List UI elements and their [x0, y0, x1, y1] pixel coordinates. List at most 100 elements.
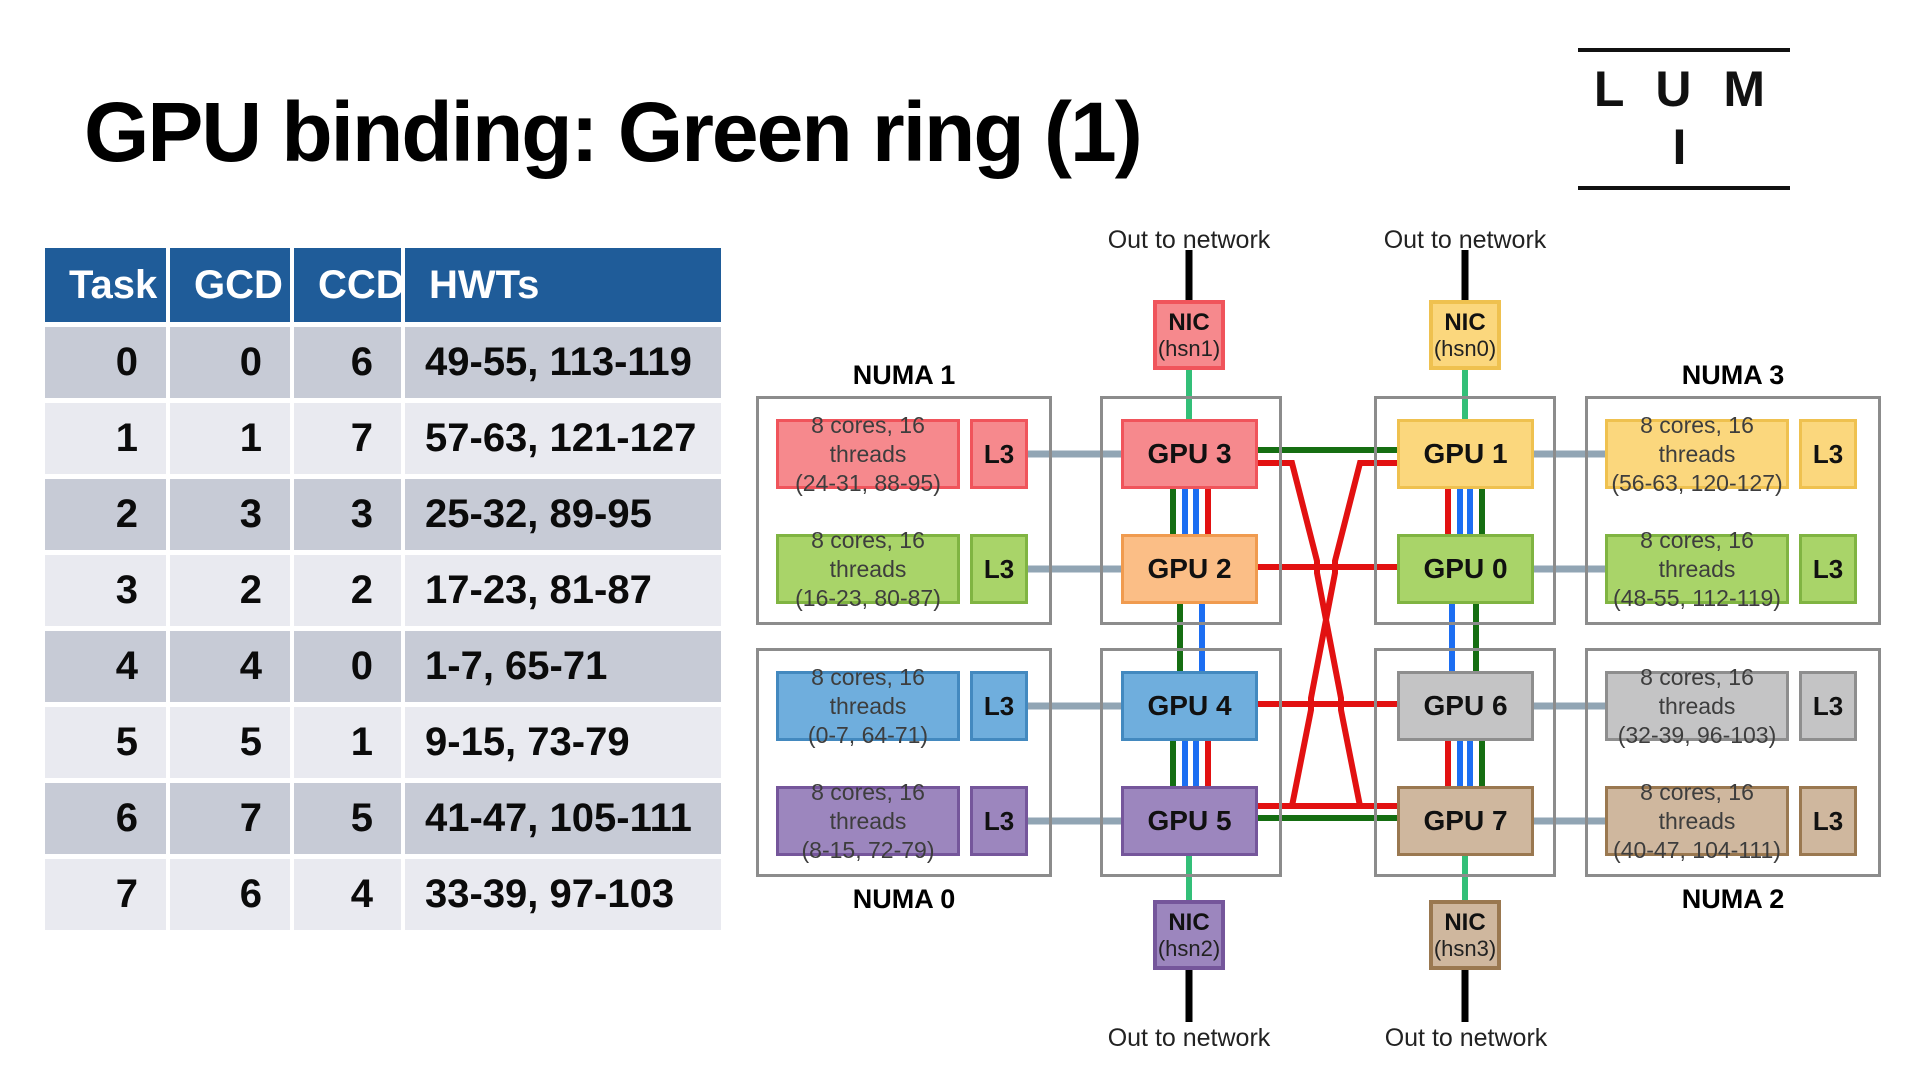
- table-cell: 4: [170, 631, 290, 702]
- gpu-box-gpu-1: GPU 1: [1397, 419, 1534, 489]
- nic-label: NIC: [1168, 309, 1210, 336]
- nic-label: NIC: [1168, 909, 1210, 936]
- l3-box: L3: [1799, 419, 1857, 489]
- nic-box-hsn1: NIC(hsn1): [1153, 300, 1225, 370]
- nic-link-lines: [1186, 368, 1468, 902]
- out-to-network-label: Out to network: [1384, 1024, 1548, 1052]
- gpu-container: [1100, 648, 1282, 877]
- gpu-box-gpu-3: GPU 3: [1121, 419, 1258, 489]
- table-cell: 5: [294, 783, 401, 854]
- table-cell: 9-15, 73-79: [405, 707, 721, 778]
- table-cell: 41-47, 105-111: [405, 783, 721, 854]
- table-cell: 0: [294, 631, 401, 702]
- table-header-cell: HWTs: [405, 248, 721, 322]
- blue-link-lines: [1182, 486, 1473, 789]
- numa-container: [1585, 648, 1881, 877]
- slide-title: GPU binding: Green ring (1): [84, 85, 1143, 179]
- table-header-cell: CCD: [294, 248, 405, 322]
- cores-range: (40-47, 104-111): [1613, 836, 1781, 863]
- cores-box: 8 cores, 16 threads(40-47, 104-111): [1605, 779, 1789, 863]
- cores-range: (0-7, 64-71): [807, 721, 929, 748]
- cores-box: 8 cores, 16 threads(0-7, 64-71): [776, 664, 960, 748]
- table-cell: 6: [294, 327, 401, 398]
- table-cell: 0: [45, 327, 166, 398]
- cores-box: 8 cores, 16 threads(56-63, 120-127): [1605, 412, 1789, 496]
- table-cell: 7: [294, 403, 401, 474]
- gpu-box-gpu-0: GPU 0: [1397, 534, 1534, 604]
- network-lines: [1185, 250, 1469, 1022]
- nic-sub-label: (hsn2): [1157, 936, 1221, 961]
- gpu-container: [1100, 396, 1282, 625]
- nic-sub-label: (hsn1): [1157, 336, 1221, 361]
- table-cell: 1: [170, 403, 290, 474]
- table-cell: 57-63, 121-127: [405, 403, 721, 474]
- cores-line1: 8 cores, 16 threads: [811, 526, 925, 582]
- table-cell: 5: [170, 707, 290, 778]
- table-cell: 3: [45, 555, 166, 626]
- cores-box: 8 cores, 16 threads(8-15, 72-79): [776, 779, 960, 863]
- cores-line1: 8 cores, 16 threads: [811, 778, 925, 834]
- table-cell: 7: [45, 859, 166, 930]
- table-cell: 1: [45, 403, 166, 474]
- gpu-box-gpu-2: GPU 2: [1121, 534, 1258, 604]
- l3-box: L3: [1799, 534, 1857, 604]
- cores-line1: 8 cores, 16 threads: [811, 663, 925, 719]
- nic-box-hsn0: NIC(hsn0): [1429, 300, 1501, 370]
- cores-range: (24-31, 88-95): [795, 469, 941, 496]
- numa-label: NUMA 0: [852, 884, 956, 914]
- cores-box: 8 cores, 16 threads(16-23, 80-87): [776, 527, 960, 611]
- out-to-network-label: Out to network: [1383, 226, 1547, 254]
- table-cell: 7: [170, 783, 290, 854]
- table-cell: 6: [170, 859, 290, 930]
- table-cell: 5: [45, 707, 166, 778]
- cores-box: 8 cores, 16 threads(24-31, 88-95): [776, 412, 960, 496]
- gpu-box-gpu-4: GPU 4: [1121, 671, 1258, 741]
- table-cell: 4: [294, 859, 401, 930]
- l3-box: L3: [970, 786, 1028, 856]
- gpu-container: [1374, 396, 1556, 625]
- cores-range: (16-23, 80-87): [795, 584, 941, 611]
- l3-box: L3: [970, 419, 1028, 489]
- gpu-box-gpu-7: GPU 7: [1397, 786, 1534, 856]
- numa-container: [756, 648, 1052, 877]
- table-cell: 33-39, 97-103: [405, 859, 721, 930]
- gray-connector-lines: [1028, 450, 1606, 825]
- table-cell: 0: [170, 327, 290, 398]
- nic-label: NIC: [1444, 909, 1486, 936]
- table-cell: 1: [294, 707, 401, 778]
- numa-label: NUMA 1: [852, 360, 956, 390]
- gpu-box-gpu-5: GPU 5: [1121, 786, 1258, 856]
- numa-label: NUMA 3: [1681, 360, 1785, 390]
- table-cell: 25-32, 89-95: [405, 479, 721, 550]
- lumi-logo: L U M I: [1578, 48, 1790, 190]
- table-cell: 1-7, 65-71: [405, 631, 721, 702]
- gpu-container: [1374, 648, 1556, 877]
- l3-box: L3: [1799, 671, 1857, 741]
- table-cell: 3: [170, 479, 290, 550]
- table-header-cell: Task: [45, 248, 166, 322]
- cores-box: 8 cores, 16 threads(48-55, 112-119): [1605, 527, 1789, 611]
- cores-line1: 8 cores, 16 threads: [1640, 526, 1754, 582]
- cores-line1: 8 cores, 16 threads: [1640, 663, 1754, 719]
- table-cell: 6: [45, 783, 166, 854]
- numa-label: NUMA 2: [1681, 884, 1785, 914]
- table-cell: 17-23, 81-87: [405, 555, 721, 626]
- out-to-network-label: Out to network: [1107, 1024, 1271, 1052]
- table-header-cell: GCD: [170, 248, 290, 322]
- table-cell: 2: [294, 555, 401, 626]
- table-cell: 4: [45, 631, 166, 702]
- cores-line1: 8 cores, 16 threads: [1640, 778, 1754, 834]
- cores-line1: 8 cores, 16 threads: [811, 411, 925, 467]
- l3-box: L3: [970, 671, 1028, 741]
- cores-range: (48-55, 112-119): [1613, 584, 1781, 611]
- l3-box: L3: [1799, 786, 1857, 856]
- table-cell: 3: [294, 479, 401, 550]
- out-to-network-label: Out to network: [1107, 226, 1271, 254]
- gpu-box-gpu-6: GPU 6: [1397, 671, 1534, 741]
- cores-line1: 8 cores, 16 threads: [1640, 411, 1754, 467]
- nic-box-hsn2: NIC(hsn2): [1153, 900, 1225, 970]
- cores-box: 8 cores, 16 threads(32-39, 96-103): [1605, 664, 1789, 748]
- cores-range: (56-63, 120-127): [1611, 469, 1783, 496]
- nic-sub-label: (hsn0): [1433, 336, 1497, 361]
